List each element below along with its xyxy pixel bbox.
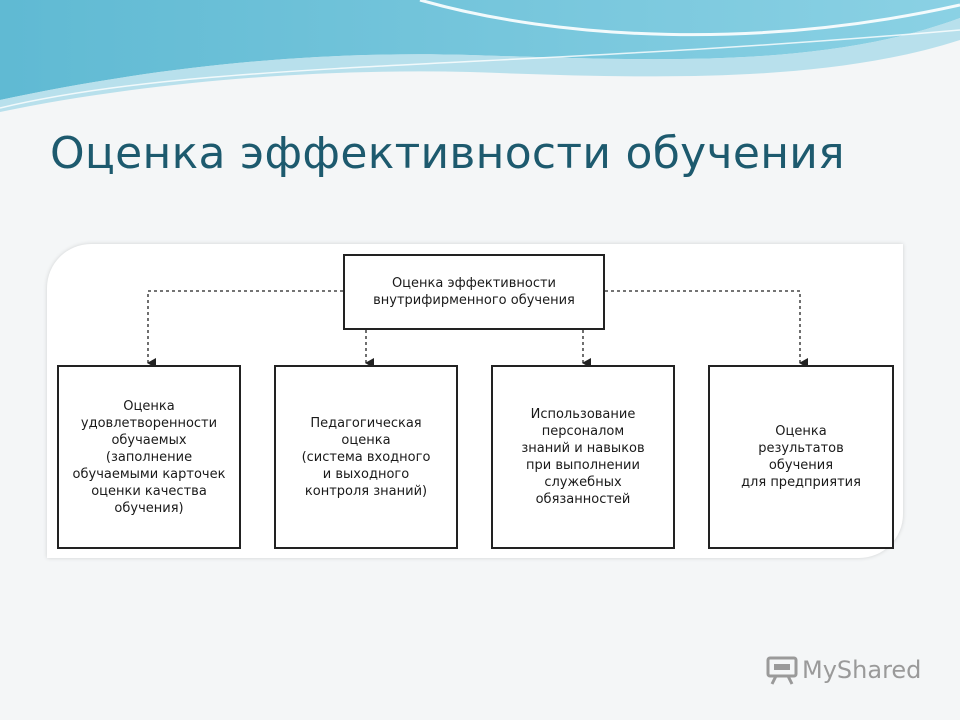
connector-right xyxy=(605,290,808,368)
slide-title: Оценка эффективности обучения xyxy=(50,128,845,179)
root-box: Оценка эффективности внутрифирменного об… xyxy=(343,254,605,330)
connector-left xyxy=(147,290,343,368)
child-box-satisfaction: Оценка удовлетворенности обучаемых (запо… xyxy=(57,365,241,549)
child-label: Оценка результатов обучения для предприя… xyxy=(741,424,861,490)
child-box-usage: Использование персоналом знаний и навыко… xyxy=(491,365,675,549)
root-label: Оценка эффективности внутрифирменного об… xyxy=(373,276,575,308)
myshared-logo: MyShared xyxy=(766,655,921,685)
child-label: Использование персоналом знаний и навыко… xyxy=(521,407,645,507)
child-box-results: Оценка результатов обучения для предприя… xyxy=(708,365,894,549)
child-label: Педагогическая оценка (система входного … xyxy=(301,415,431,499)
logo-text: MyShared xyxy=(802,656,922,684)
child-label: Оценка удовлетворенности обучаемых (запо… xyxy=(72,398,226,516)
presentation-icon xyxy=(766,656,798,685)
child-box-pedagogical: Педагогическая оценка (система входного … xyxy=(274,365,458,549)
decorative-waves xyxy=(0,0,960,112)
